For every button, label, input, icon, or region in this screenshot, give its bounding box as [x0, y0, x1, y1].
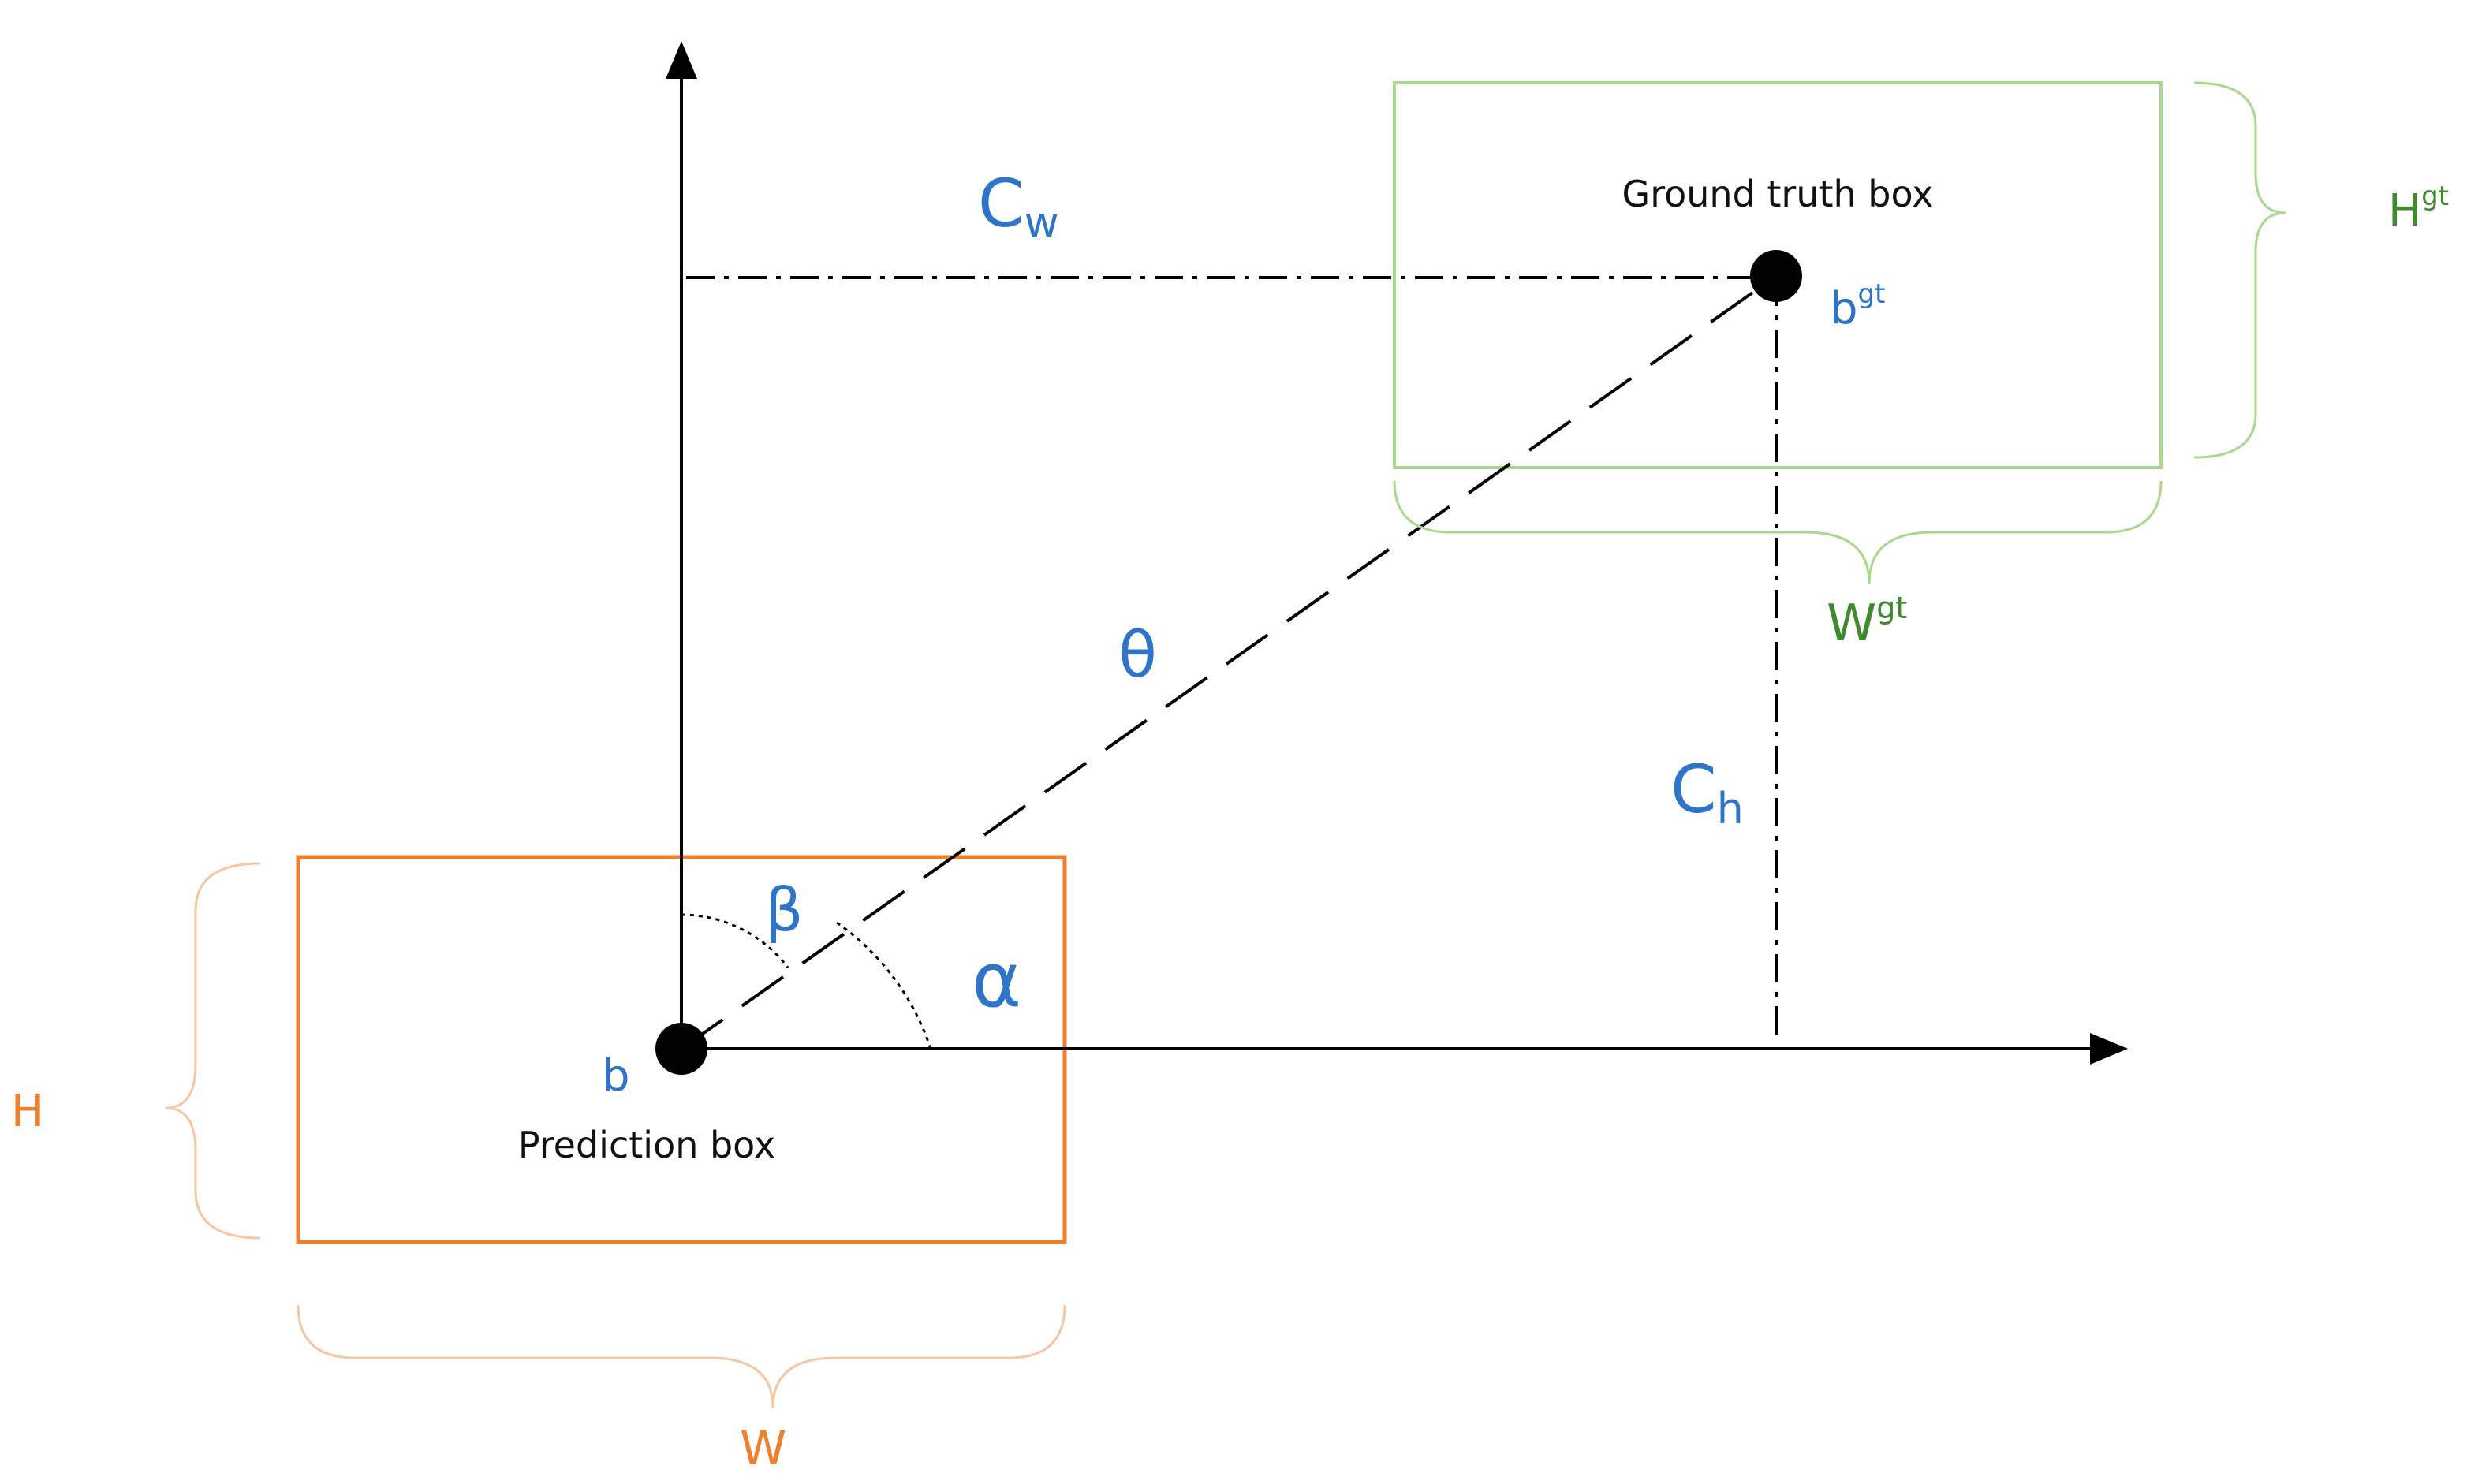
wgt-label: Wgt — [1827, 591, 1907, 653]
wgt-brace — [1393, 480, 2163, 584]
ch-label: Ch — [1670, 751, 1744, 833]
w-brace — [297, 1304, 1066, 1408]
prediction-center-point — [655, 1023, 707, 1075]
center-distance-line — [680, 274, 1778, 1050]
w-label: W — [740, 1421, 786, 1476]
beta-label: β — [765, 874, 804, 945]
alpha-arc — [836, 921, 932, 1050]
ground-truth-box-caption: Ground truth box — [1622, 173, 1934, 215]
bgt-label: bgt — [1830, 278, 1885, 334]
prediction-box-caption: Prediction box — [518, 1124, 775, 1166]
ground-truth-center-point — [1750, 250, 1802, 302]
hgt-label: Hgt — [2388, 181, 2449, 237]
hgt-brace — [2193, 81, 2286, 459]
beta-arc — [681, 913, 789, 968]
h-brace — [165, 862, 261, 1240]
ground-truth-box — [1393, 81, 2163, 469]
theta-label: θ — [1118, 618, 1157, 692]
cw-label: Cw — [978, 165, 1059, 248]
h-label: H — [11, 1086, 44, 1137]
alpha-label: α — [972, 936, 1021, 1024]
b-label: b — [602, 1050, 630, 1102]
